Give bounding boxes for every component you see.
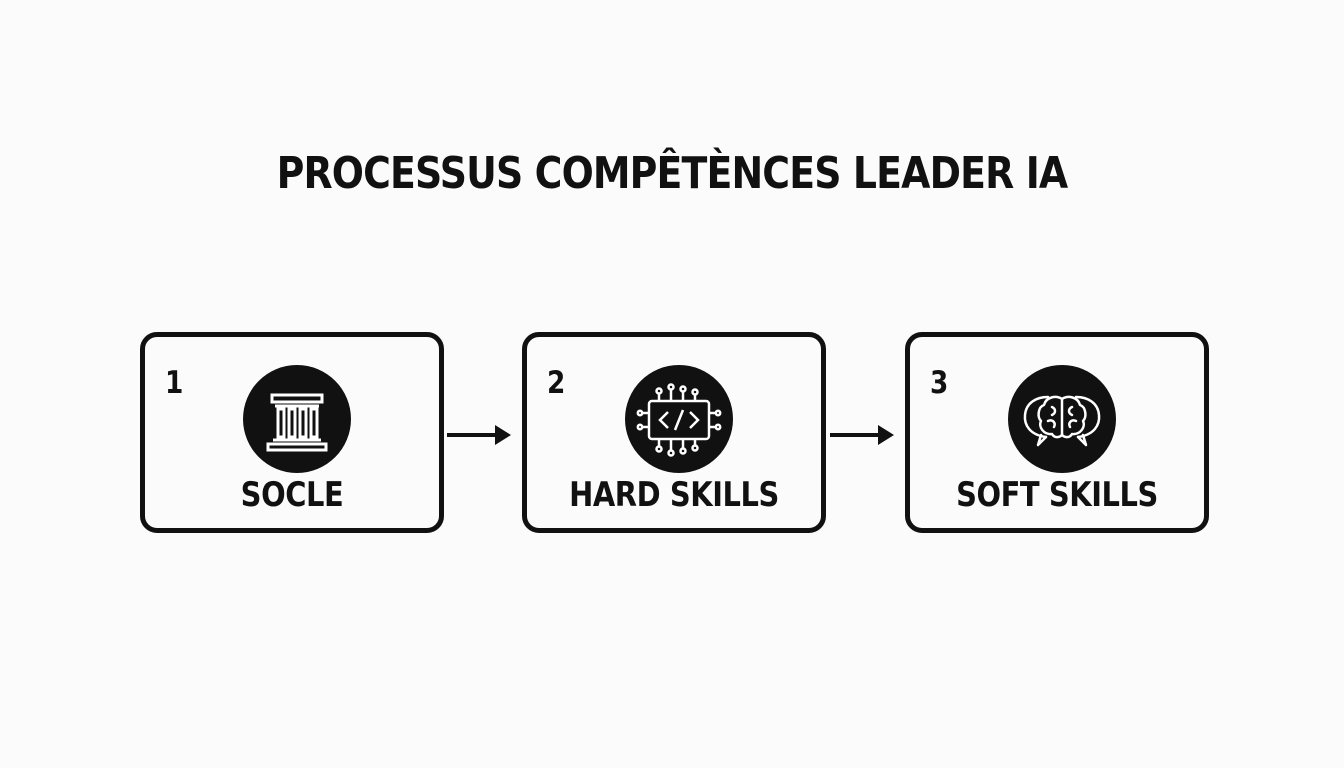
code-chip-icon	[625, 365, 733, 473]
step-label: HARD SKILLS	[569, 475, 779, 515]
step-box-socle: 1 SOCLE	[140, 332, 444, 533]
step-number: 2	[547, 365, 566, 401]
step-label: SOFT SKILLS	[956, 475, 1158, 515]
brain-speech-bubbles-icon	[1008, 365, 1116, 473]
step-number: 1	[165, 365, 184, 401]
step-box-soft-skills: 3	[905, 332, 1209, 533]
step-label: SOCLE	[240, 475, 344, 515]
step-number: 3	[930, 365, 949, 401]
arrow-right-icon	[447, 425, 511, 445]
diagram-title: PROCESSUS COMPÊTÈNCES LEADER IA	[276, 148, 1069, 199]
step-box-hard-skills: 2	[522, 332, 826, 533]
arrow-right-icon	[830, 425, 894, 445]
pillar-building-icon	[243, 365, 351, 473]
